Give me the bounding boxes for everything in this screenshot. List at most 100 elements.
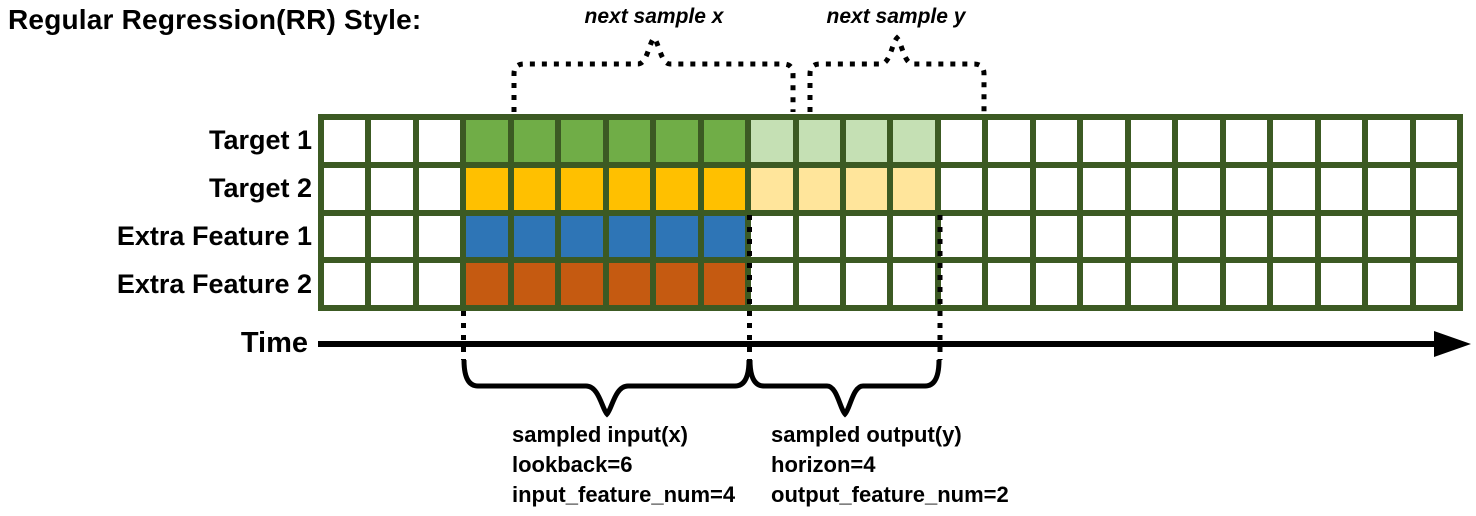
sampled-input-brace [461, 359, 752, 418]
cell-r3-c24 [1415, 215, 1457, 258]
cell-r3-c5 [513, 215, 556, 258]
cell-r2-c20 [1225, 167, 1268, 210]
cell-r1-c18 [1130, 120, 1173, 162]
cell-r4-c18 [1130, 263, 1173, 305]
cell-r3-c21 [1273, 215, 1315, 258]
cell-r3-c9 [703, 215, 746, 258]
cell-r1-c6 [561, 120, 603, 162]
cell-r2-c4 [466, 167, 508, 210]
cell-r3-c2 [371, 215, 413, 258]
cell-r4-c16 [1035, 263, 1078, 305]
cell-r1-c15 [988, 120, 1030, 162]
cell-r4-c24 [1415, 263, 1457, 305]
input-feature-num-value: input_feature_num=4 [512, 482, 736, 507]
cell-r1-c24 [1415, 120, 1457, 162]
cell-r3-c7 [608, 215, 651, 258]
cell-r3-c17 [1083, 215, 1125, 258]
cell-r2-c15 [988, 167, 1030, 210]
next-sample-x-brace [511, 34, 796, 112]
cell-r4-c15 [988, 263, 1030, 305]
cell-r2-c19 [1178, 167, 1220, 210]
sampled-output-annotation: sampled output(y) horizon=4 output_featu… [771, 420, 1009, 510]
page-title: Regular Regression(RR) Style: [8, 4, 422, 35]
cell-r2-c22 [1320, 167, 1363, 210]
cell-r1-c9 [703, 120, 746, 162]
cell-r2-c9 [703, 167, 746, 210]
cell-r3-c13 [893, 215, 935, 258]
cell-r2-c2 [371, 167, 413, 210]
cell-r2-c7 [608, 167, 651, 210]
cell-r2-c3 [418, 167, 461, 210]
sampled-input-title: sampled input(x) [512, 422, 689, 447]
cell-r4-c5 [513, 263, 556, 305]
cell-r1-c22 [1320, 120, 1363, 162]
cell-r4-c8 [656, 263, 698, 305]
cell-r2-c14 [940, 167, 983, 210]
cell-r2-c23 [1368, 167, 1410, 210]
cell-r3-c16 [1035, 215, 1078, 258]
cell-r1-c5 [513, 120, 556, 162]
cell-r3-c8 [656, 215, 698, 258]
lookback-value: lookback=6 [512, 452, 633, 477]
cell-r2-c18 [1130, 167, 1173, 210]
row-label-extra-feature-2: Extra Feature 2 [116, 268, 312, 299]
cell-r2-c5 [513, 167, 556, 210]
cell-r3-c20 [1225, 215, 1268, 258]
cell-r4-c7 [608, 263, 651, 305]
cell-r4-c13 [893, 263, 935, 305]
cell-r3-c1 [324, 215, 366, 258]
cell-r2-c10 [751, 167, 793, 210]
cell-r1-c8 [656, 120, 698, 162]
cell-r1-c14 [940, 120, 983, 162]
cell-r2-c8 [656, 167, 698, 210]
next-sample-y-brace [807, 34, 987, 112]
cell-r2-c12 [846, 167, 888, 210]
cell-r1-c23 [1368, 120, 1410, 162]
cell-r3-c12 [846, 215, 888, 258]
sampled-output-title: sampled output(y) [771, 422, 962, 447]
cell-r3-c15 [988, 215, 1030, 258]
cell-r3-c11 [798, 215, 841, 258]
cell-r2-c11 [798, 167, 841, 210]
next-sample-y-label: next sample y [826, 5, 966, 28]
cell-r3-c3 [418, 215, 461, 258]
cell-r1-c20 [1225, 120, 1268, 162]
cell-r4-c20 [1225, 263, 1268, 305]
cell-r3-c6 [561, 215, 603, 258]
cell-r4-c17 [1083, 263, 1125, 305]
cell-r1-c2 [371, 120, 413, 162]
cell-r4-c19 [1178, 263, 1220, 305]
cell-r4-c11 [798, 263, 841, 305]
horizon-value: horizon=4 [771, 452, 876, 477]
cell-r4-c12 [846, 263, 888, 305]
cell-r3-c14 [940, 215, 983, 258]
cell-r2-c21 [1273, 167, 1315, 210]
sampled-output-brace [747, 359, 942, 418]
cell-r1-c3 [418, 120, 461, 162]
cell-r4-c1 [324, 263, 366, 305]
cell-r2-c17 [1083, 167, 1125, 210]
cell-r4-c6 [561, 263, 603, 305]
cell-r4-c21 [1273, 263, 1315, 305]
cell-r4-c14 [940, 263, 983, 305]
cell-r1-c4 [466, 120, 508, 162]
time-axis-arrowhead-icon [1434, 331, 1471, 357]
cell-r4-c22 [1320, 263, 1363, 305]
cell-r1-c17 [1083, 120, 1125, 162]
cell-r2-c13 [893, 167, 935, 210]
cell-r4-c3 [418, 263, 461, 305]
cell-r3-c23 [1368, 215, 1410, 258]
cell-r4-c9 [703, 263, 746, 305]
row-labels: Target 1 Target 2 Extra Feature 1 Extra … [90, 114, 312, 311]
cell-r1-c21 [1273, 120, 1315, 162]
row-label-target-1: Target 1 [208, 125, 312, 156]
cell-r4-c2 [371, 263, 413, 305]
cell-r2-c16 [1035, 167, 1078, 210]
cell-r1-c13 [893, 120, 935, 162]
cell-r1-c12 [846, 120, 888, 162]
cell-r4-c4 [466, 263, 508, 305]
cell-r3-c10 [751, 215, 793, 258]
cell-r1-c10 [751, 120, 793, 162]
output-feature-num-value: output_feature_num=2 [771, 482, 1009, 507]
cell-r1-c1 [324, 120, 366, 162]
